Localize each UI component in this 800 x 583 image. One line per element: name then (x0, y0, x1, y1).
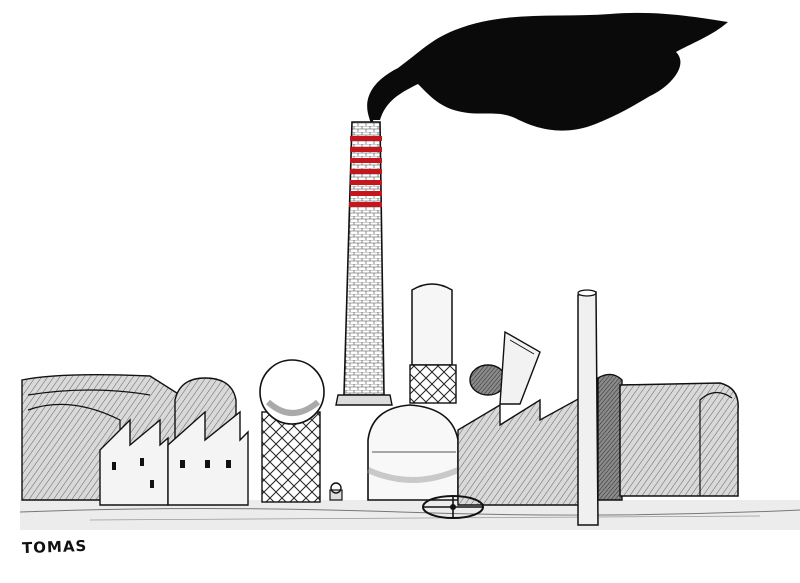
brick-chimney (335, 121, 393, 406)
dark-cylinder-right (597, 373, 623, 501)
right-rounded-hall (619, 382, 739, 497)
tall-cylinder-tank (409, 283, 457, 404)
sphere-water-tower (259, 359, 325, 503)
tall-pipe-stack (577, 289, 599, 526)
sawtooth-factory-center (167, 410, 249, 506)
small-valve (329, 482, 343, 501)
domed-storage-tank (366, 404, 460, 501)
conveyor-tower (499, 330, 541, 405)
valve-wheel (422, 495, 484, 519)
artist-signature: TOMAS (21, 536, 88, 558)
smoke-plume (367, 12, 728, 131)
sawtooth-factory-right (457, 396, 581, 506)
